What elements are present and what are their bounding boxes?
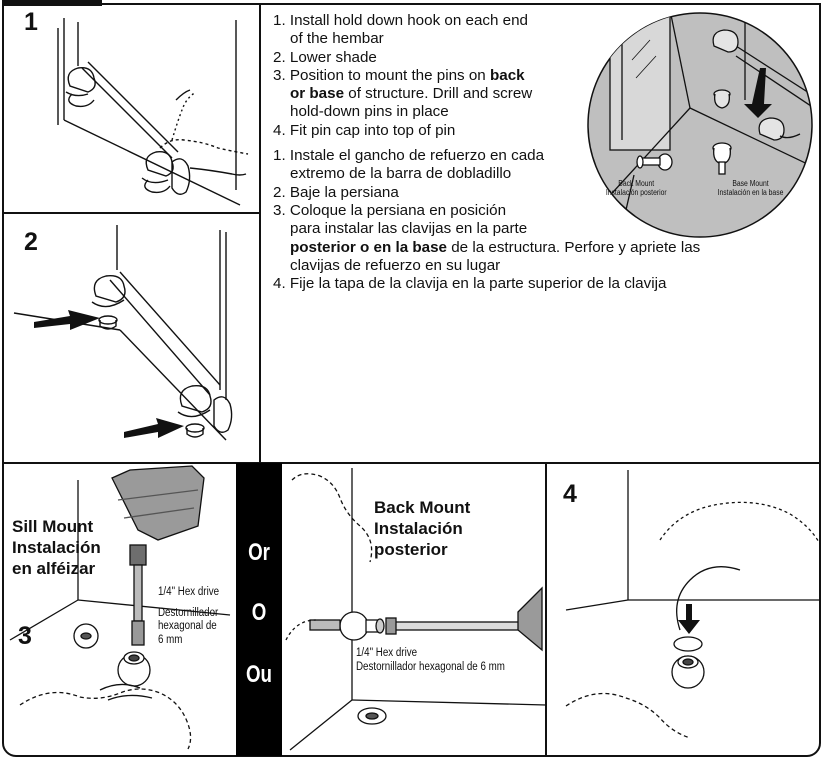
instr-es-3b: para instalar las clavijas en la parte bbox=[290, 220, 528, 238]
back-title-es2: posterior bbox=[374, 540, 448, 559]
sill-drive-en: 1/4" Hex drive bbox=[158, 586, 220, 598]
instr-es-4: 4. Fije la tapa de la clavija en la part… bbox=[273, 275, 667, 293]
instr-en-2: 2. Lower shade bbox=[273, 48, 377, 66]
sill-mount-title: Sill Mount Instalación en alféizar bbox=[12, 516, 101, 579]
sill-title-es1: Instalación bbox=[12, 538, 101, 557]
instr-en-3: 3. Position to mount the pins on back bbox=[273, 67, 773, 85]
instr-en-3-bold: back bbox=[489, 66, 525, 84]
step-number-3: 3 bbox=[18, 622, 32, 650]
instr-es-3d: de la estructura. Perfore y apriete las bbox=[447, 238, 701, 256]
or-text-en: Or bbox=[248, 539, 270, 566]
back-mount-title: Back Mount Instalación posterior bbox=[374, 497, 470, 560]
instr-es-3-bold: posterior o en la base bbox=[290, 238, 447, 256]
inset-back-mount-label: Back Mount Instalación posterior bbox=[598, 179, 675, 197]
instr-es-3e: clavijas de refuerzo en su lugar bbox=[290, 256, 501, 274]
sill-drive-label: 1/4" Hex drive Destornillador hexagonal … bbox=[158, 586, 219, 647]
instr-en-1: 1. Install hold down hook on each end bbox=[273, 12, 528, 29]
inset-base-mount-es: Instalación en la base bbox=[717, 187, 784, 197]
instr-es-3c: posterior o en la base de la estructura.… bbox=[273, 239, 773, 257]
instr-en-3a: 3. Position to mount the pins on bbox=[273, 66, 490, 84]
instr-en-3c: of structure. Drill and screw bbox=[344, 85, 533, 103]
back-drive-en: 1/4" Hex drive bbox=[356, 647, 418, 659]
back-title-en: Back Mount bbox=[374, 498, 471, 517]
step-number-1: 1 bbox=[24, 8, 38, 36]
or-divider-bar: Or O Ou bbox=[236, 463, 282, 756]
instructions-text: 1. Install hold down hook on each end of… bbox=[273, 12, 773, 293]
instr-es-1: 1. Instale el gancho de refuerzo en cada bbox=[273, 147, 545, 165]
instr-en-3d: hold-down pins in place bbox=[290, 103, 449, 121]
inset-back-mount-es: Instalación posterior bbox=[605, 187, 667, 197]
step-number-4: 4 bbox=[563, 480, 577, 508]
back-title-es1: Instalación bbox=[374, 519, 463, 538]
step-number-2: 2 bbox=[24, 228, 38, 256]
instr-en-4: 4. Fit pin cap into top of pin bbox=[273, 121, 456, 139]
instr-en-3b-bold: or base bbox=[290, 85, 345, 103]
instruction-sheet-frame bbox=[2, 3, 821, 757]
instr-es-1b: extremo de la barra de dobladillo bbox=[290, 165, 512, 183]
sill-drive-es2: hexagonal de bbox=[158, 620, 217, 632]
sill-title-en: Sill Mount bbox=[12, 517, 94, 536]
or-text-es: O bbox=[251, 599, 267, 626]
instr-en-1b: of the hembar bbox=[290, 30, 384, 48]
instr-en-3b: or base of structure. Drill and screw bbox=[273, 85, 773, 103]
sill-drive-es3: 6 mm bbox=[158, 633, 183, 646]
back-drive-es: Destornillador hexagonal de 6 mm bbox=[356, 660, 505, 673]
inset-back-mount-en: Back Mount bbox=[618, 179, 655, 188]
back-drive-label: 1/4" Hex drive Destornillador hexagonal … bbox=[356, 647, 505, 674]
instr-es-2: 2. Baje la persiana bbox=[273, 183, 399, 201]
inset-base-mount-label: Base Mount Instalación en la base bbox=[708, 179, 793, 197]
instr-es-3: 3. Coloque la persiana en posición bbox=[273, 201, 507, 219]
inset-base-mount-en: Base Mount bbox=[732, 179, 769, 188]
sill-title-es2: en alféizar bbox=[12, 559, 96, 578]
or-text-fr: Ou bbox=[245, 661, 272, 688]
sill-drive-es1: Destornillador bbox=[158, 606, 219, 619]
